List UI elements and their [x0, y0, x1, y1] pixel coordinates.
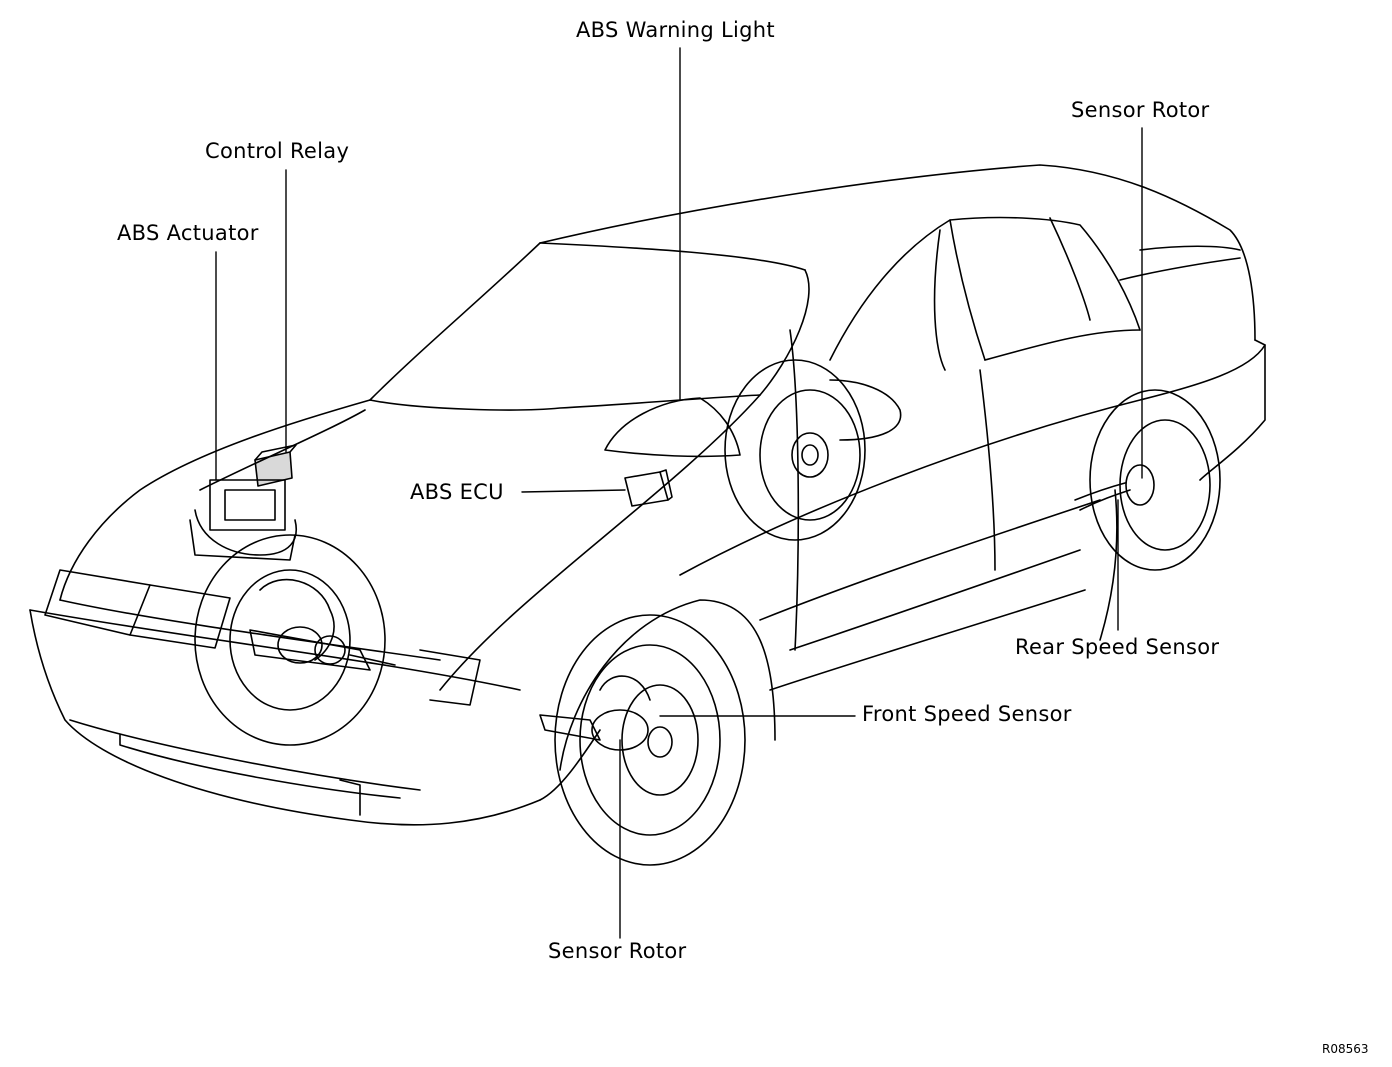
- abs-ecu-unit: [625, 470, 672, 506]
- label-abs-ecu: ABS ECU: [410, 480, 504, 504]
- leader-abs-ecu: [522, 490, 625, 492]
- front-right-wheel: [540, 615, 745, 865]
- label-control-relay: Control Relay: [205, 139, 350, 163]
- front-left-wheel: [195, 535, 395, 745]
- rear-left-wheel: [725, 360, 865, 540]
- leader-lines: [216, 48, 1142, 938]
- control-relay-unit: [255, 445, 296, 486]
- label-rear-speed-sensor: Rear Speed Sensor: [1015, 635, 1220, 659]
- label-sensor-rotor-rear: Sensor Rotor: [1071, 98, 1210, 122]
- label-sensor-rotor-front: Sensor Rotor: [548, 939, 687, 963]
- label-front-speed-sensor: Front Speed Sensor: [862, 702, 1072, 726]
- abs-actuator-unit: [190, 480, 296, 560]
- figure-code: R08563: [1322, 1042, 1369, 1056]
- rear-right-wheel: [1075, 390, 1220, 640]
- label-abs-actuator: ABS Actuator: [117, 221, 259, 245]
- label-abs-warning-light: ABS Warning Light: [576, 18, 775, 42]
- car-body: [30, 165, 1265, 825]
